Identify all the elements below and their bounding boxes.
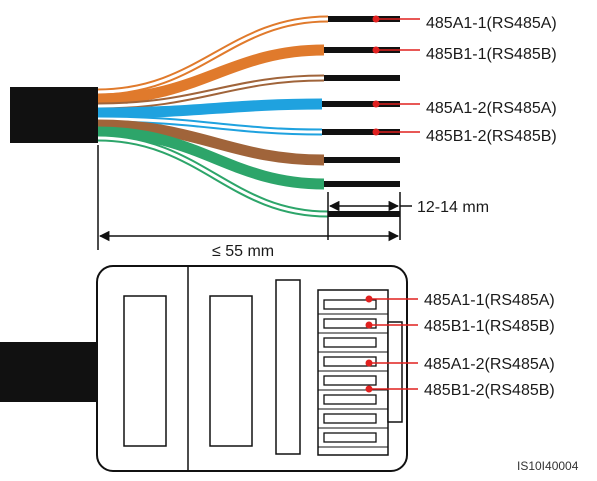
wire-stripe (97, 136, 329, 216)
connector-window-1 (123, 295, 167, 447)
figure-code: IS10I40004 (517, 459, 579, 473)
label-top-485a1-2: 485A1-2(RS485A) (426, 100, 557, 117)
wire-brown (97, 119, 325, 166)
connector-cable (0, 342, 100, 402)
contact-pin (323, 299, 377, 310)
total-length-label: ≤ 55 mm (212, 243, 274, 260)
contact-pin (323, 413, 377, 424)
label-bottom-485a1-1: 485A1-1(RS485A) (424, 292, 555, 309)
cable-stripping-view: 485A1-1(RS485A) 485B1-1(RS485B) 485A1-2(… (10, 15, 557, 260)
conductor-tips (322, 16, 400, 217)
cable-jacket (10, 87, 98, 143)
pin-marker (365, 359, 373, 367)
contact-pin (323, 394, 377, 405)
wire-orange (97, 44, 325, 105)
bare-conductor (324, 157, 400, 163)
label-top-485b1-2: 485B1-2(RS485B) (426, 128, 557, 145)
contact-pin (323, 318, 377, 329)
pin-marker (372, 46, 380, 54)
wire-blue (97, 98, 323, 119)
wire-bundle (97, 15, 329, 218)
contact-pins (318, 299, 388, 448)
connector-latch (275, 279, 301, 455)
pin-marker (365, 295, 373, 303)
contact-pin (323, 375, 377, 386)
wire-stripe (97, 17, 329, 94)
bare-conductor (324, 181, 400, 187)
strip-length-dimension: 12-14 mm (327, 192, 489, 240)
wire-stripe (97, 76, 325, 108)
label-top-485a1-1: 485A1-1(RS485A) (426, 15, 557, 32)
total-length-dimension: ≤ 55 mm (97, 145, 400, 260)
bare-conductor (328, 16, 400, 22)
connector-window-2 (209, 295, 253, 447)
pin-marker (372, 128, 380, 136)
pin-markers-top (372, 15, 420, 136)
bare-conductor (322, 129, 400, 135)
label-top-485b1-1: 485B1-1(RS485B) (426, 46, 557, 63)
connector-tab (387, 321, 403, 423)
label-bottom-485b1-2: 485B1-2(RS485B) (424, 382, 555, 399)
pin-marker (365, 385, 373, 393)
bare-conductor (322, 101, 400, 107)
pin-marker (372, 15, 380, 23)
bare-conductor (324, 47, 400, 53)
bare-conductor (328, 211, 400, 217)
wire-stripe (97, 117, 323, 134)
contact-pin (323, 337, 377, 348)
bare-conductor (324, 75, 400, 81)
label-bottom-485b1-1: 485B1-1(RS485B) (424, 318, 555, 335)
label-bottom-485a1-2: 485A1-2(RS485A) (424, 356, 555, 373)
pin-marker (365, 321, 373, 329)
strip-length-label: 12-14 mm (417, 199, 489, 216)
rj45-connector-view: 485A1-1(RS485A) 485B1-1(RS485B) 485A1-2(… (0, 265, 555, 472)
wire-green (97, 126, 325, 190)
pin-markers-bottom (365, 295, 418, 393)
contact-pin (323, 356, 377, 367)
pin-marker (372, 100, 380, 108)
contact-pin (323, 432, 377, 443)
